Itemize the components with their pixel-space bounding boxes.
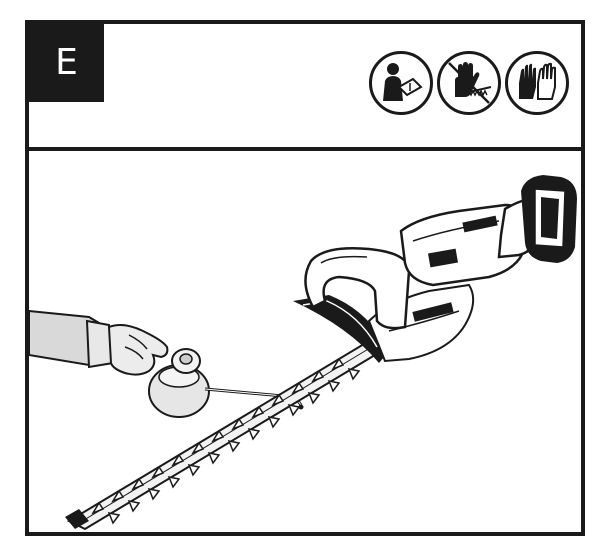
step-letter: E [29, 24, 104, 102]
oil-drop-point [298, 404, 304, 410]
blade-teeth [91, 357, 361, 525]
gloved-hand [107, 324, 169, 376]
hedge-trimmer-oiling-illustration [28, 151, 581, 532]
safety-icons [369, 51, 569, 117]
instruction-panel: E [25, 20, 585, 536]
wear-gloves-icon [505, 51, 569, 115]
hand-guard [293, 295, 389, 363]
keep-hands-away-icon [437, 51, 501, 115]
panel-header: E [29, 24, 581, 151]
blade-tip [65, 509, 89, 529]
read-manual-icon [369, 51, 433, 115]
front-handle [304, 247, 411, 330]
